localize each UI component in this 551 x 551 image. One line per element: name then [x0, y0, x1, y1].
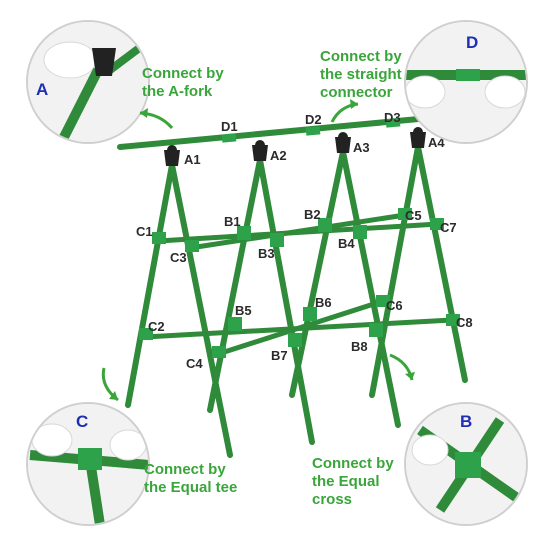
callout-d: D Connect by the straight connector — [320, 20, 528, 144]
cross-b8 — [369, 323, 383, 337]
label-d2: D2 — [305, 112, 322, 127]
front-upper-bar — [189, 212, 406, 251]
callout-d-line1: Connect by — [320, 48, 402, 65]
front-lower-bar — [214, 299, 381, 358]
badge-b: B — [460, 412, 472, 431]
label-a1: A1 — [184, 152, 201, 167]
callout-c-line1: Connect by — [144, 461, 226, 478]
leg-pair-a1 — [125, 162, 233, 458]
glove-icon — [411, 434, 449, 466]
equal-cross-icon — [455, 452, 481, 478]
equal-cross-connectors — [228, 218, 383, 347]
badge-a: A — [36, 80, 48, 99]
label-c4: C4 — [186, 356, 203, 371]
label-b8: B8 — [351, 339, 368, 354]
a-fork-clip-a4 — [410, 127, 426, 148]
callout-c-line2: the Equal tee — [144, 479, 237, 496]
callout-d-line2: the straight — [320, 66, 402, 83]
glove-icon — [406, 75, 446, 109]
leg-pair-a2 — [207, 157, 315, 445]
cross-b2 — [318, 218, 332, 232]
straight-connector-d2 — [305, 126, 321, 136]
label-b7: B7 — [271, 348, 288, 363]
tee-c2 — [139, 328, 153, 340]
callout-a: A Connect by the A-fork — [26, 20, 224, 144]
label-b6: B6 — [315, 295, 332, 310]
straight-connector-d1 — [221, 133, 237, 143]
a-fork-icon — [92, 48, 116, 76]
badge-d: D — [466, 33, 478, 52]
label-c7: C7 — [440, 220, 457, 235]
callout-a-line1: Connect by — [142, 65, 224, 82]
badge-c: C — [76, 412, 88, 431]
callout-b: B Connect by the Equal cross — [312, 353, 528, 526]
callout-b-line1: Connect by — [312, 455, 394, 472]
tee-c1 — [152, 232, 166, 244]
callout-c: C Connect by the Equal tee — [26, 367, 237, 526]
label-b1: B1 — [224, 214, 241, 229]
tee-c7 — [430, 218, 444, 230]
callout-b-line2: the Equal — [312, 473, 380, 490]
label-b2: B2 — [304, 207, 321, 222]
equal-tee-connectors — [139, 208, 460, 358]
straight-connector-d3 — [385, 118, 401, 128]
label-b4: B4 — [338, 236, 355, 251]
cross-b5 — [228, 317, 242, 331]
cross-b3 — [270, 233, 284, 247]
callout-b-line3: cross — [312, 491, 352, 508]
callout-a-line2: the A-fork — [142, 83, 213, 100]
equal-tee-icon — [78, 448, 102, 470]
glove-icon — [43, 41, 97, 79]
label-c5: C5 — [405, 208, 422, 223]
leg-pair-a3 — [289, 149, 401, 428]
glove-icon — [484, 75, 526, 109]
label-c6: C6 — [386, 298, 403, 313]
label-b5: B5 — [235, 303, 252, 318]
label-c3: C3 — [170, 250, 187, 265]
callout-d-line3: connector — [320, 84, 393, 101]
label-c1: C1 — [136, 224, 153, 239]
cross-b6 — [303, 307, 317, 321]
a-fork-clip-a2 — [252, 140, 268, 161]
trellis-frame — [117, 114, 468, 458]
cross-b7 — [288, 333, 302, 347]
label-c8: C8 — [456, 315, 473, 330]
cross-b1 — [237, 226, 251, 240]
a-fork-clip-a1 — [164, 145, 180, 166]
a-fork-clip-a3 — [335, 132, 351, 153]
straight-connector-icon — [456, 69, 480, 81]
label-c2: C2 — [148, 319, 165, 334]
cross-b4 — [353, 225, 367, 239]
tee-c8 — [446, 314, 460, 326]
label-b3: B3 — [258, 246, 275, 261]
tee-c4 — [212, 346, 226, 358]
tee-c5 — [398, 208, 412, 220]
label-a2: A2 — [270, 148, 287, 163]
tee-c6 — [376, 295, 390, 307]
label-d3: D3 — [384, 110, 401, 125]
tee-c3 — [185, 240, 199, 252]
leg-pair-a4 — [369, 144, 468, 398]
label-d1: D1 — [221, 119, 238, 134]
label-a3: A3 — [353, 140, 370, 155]
